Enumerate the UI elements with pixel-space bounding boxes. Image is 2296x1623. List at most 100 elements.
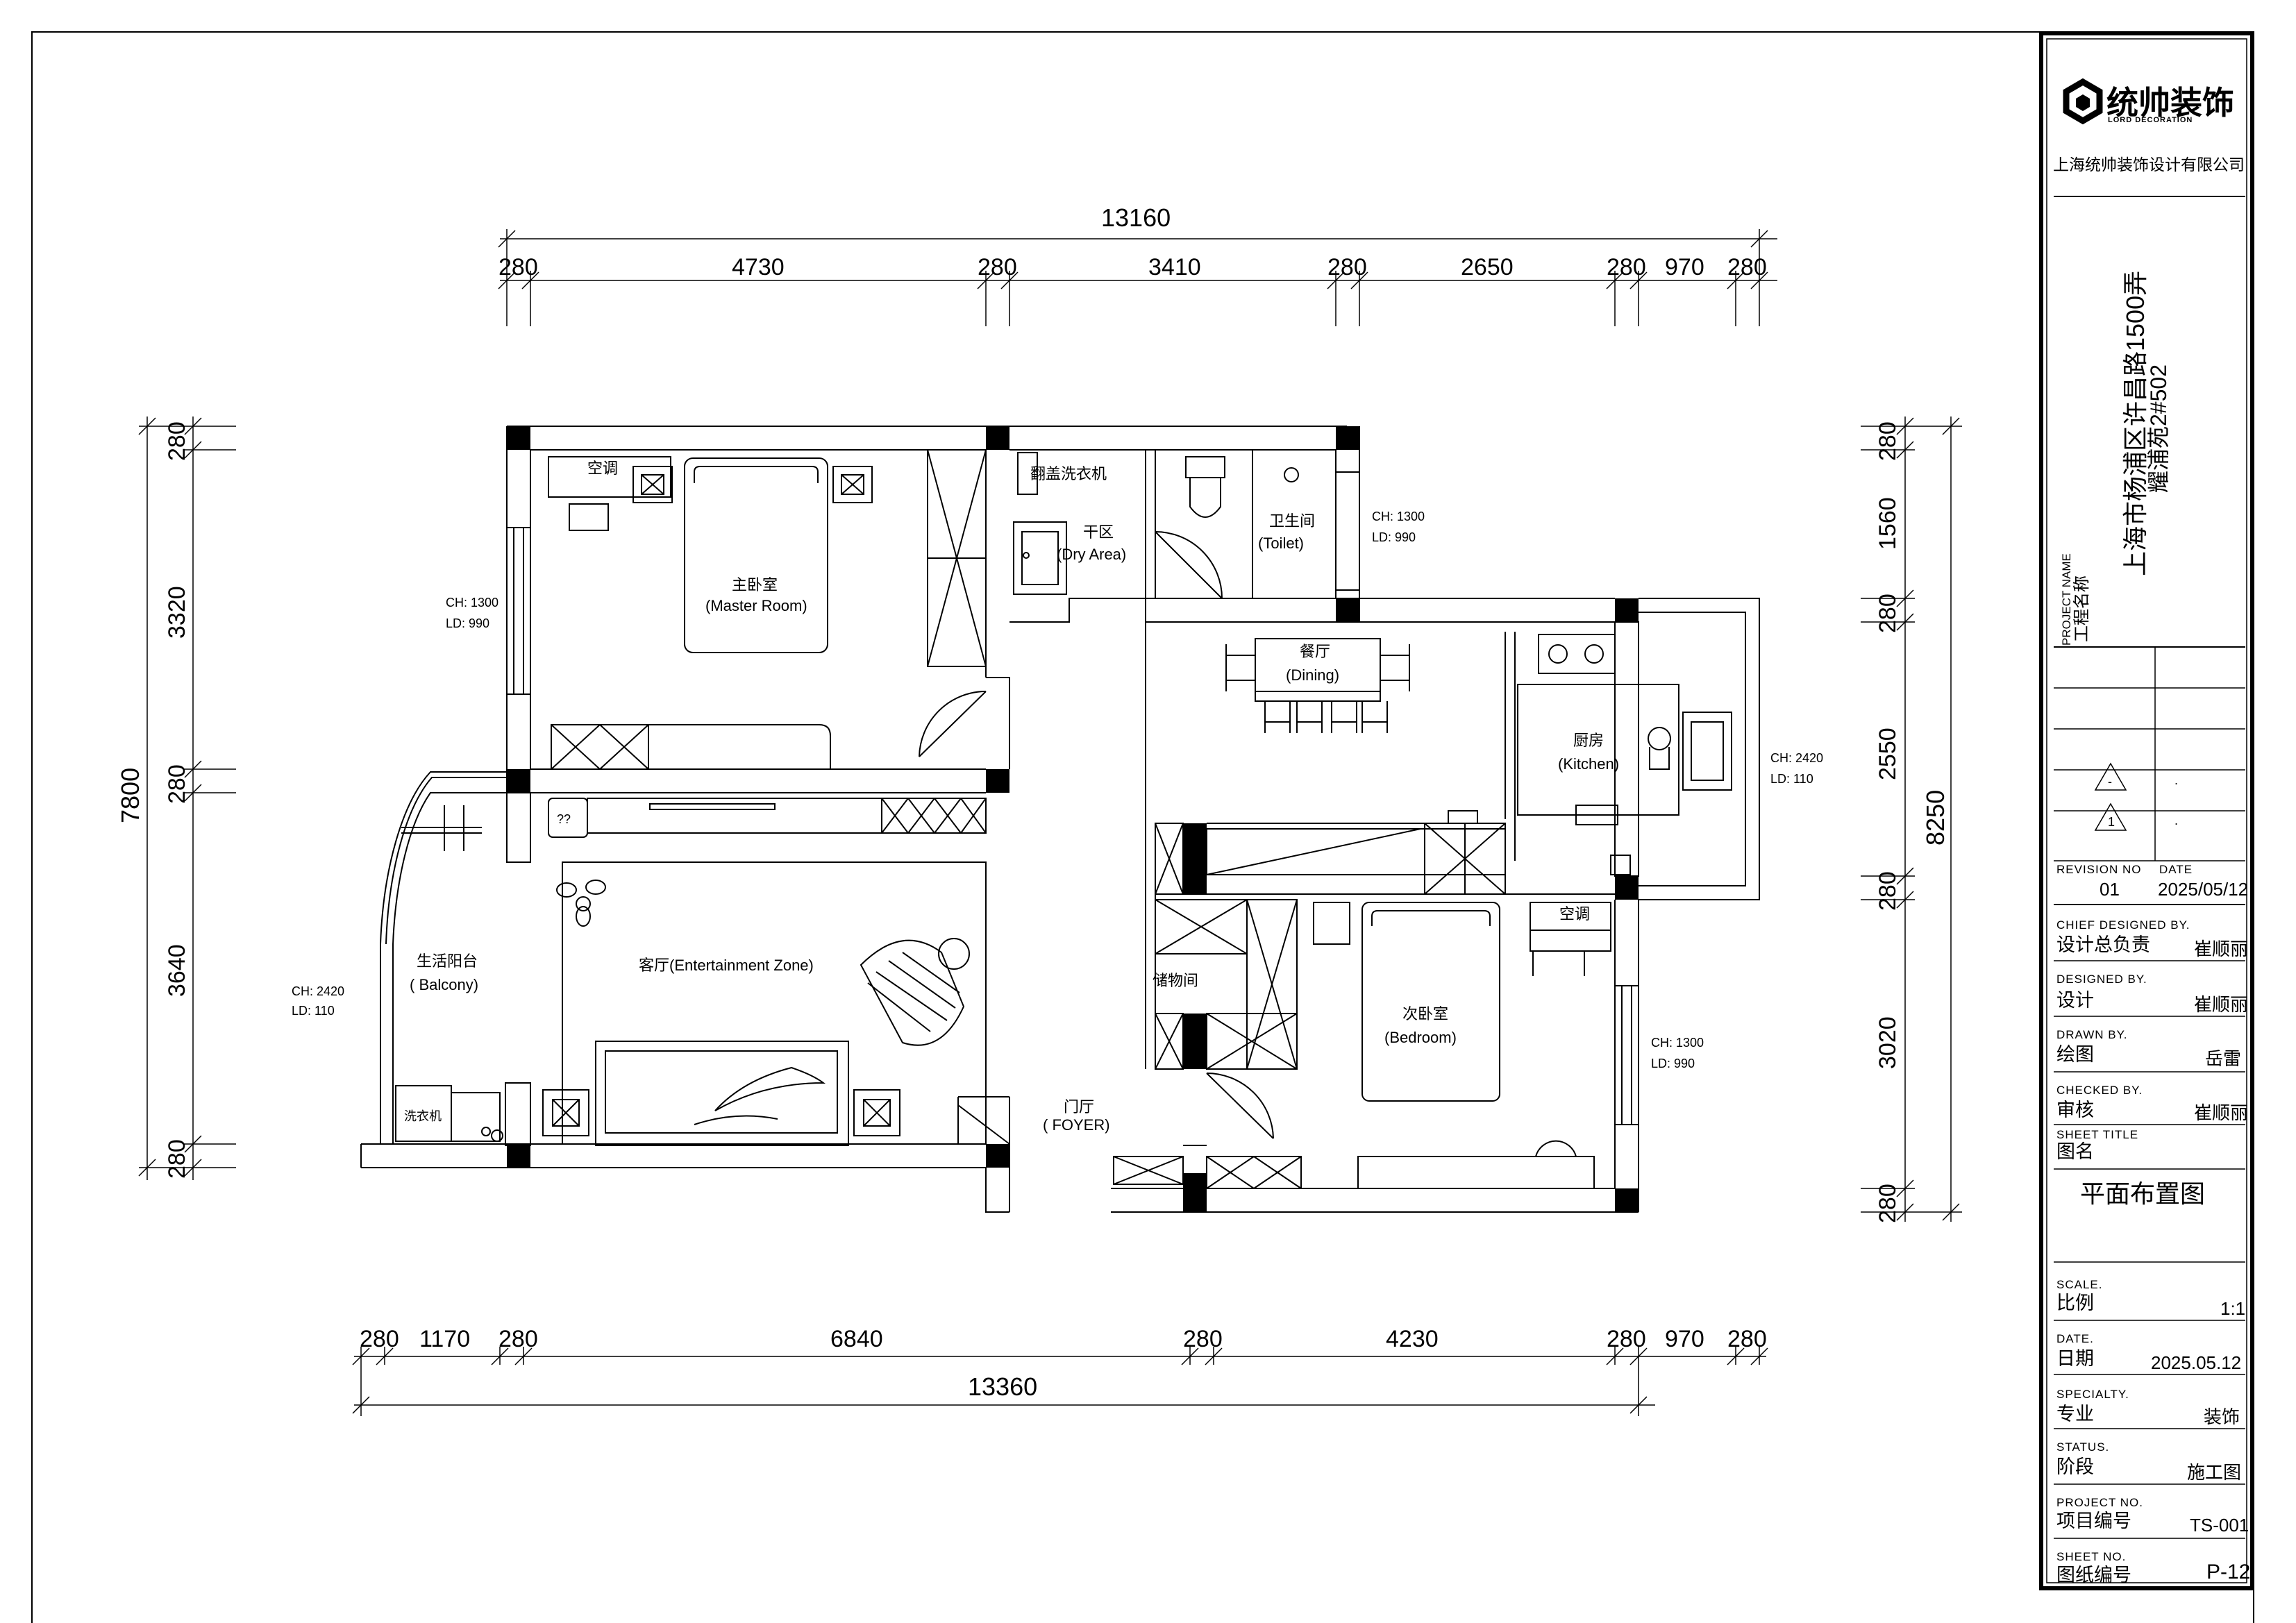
bottom-total-dimension: 13360	[968, 1372, 1037, 1401]
designer-field: DESIGNED BY. 设计 崔顺丽	[2054, 973, 2248, 1017]
svg-text:阶段: 阶段	[2056, 1456, 2094, 1477]
exterior-walls	[361, 426, 1760, 1213]
svg-text:280: 280	[1875, 1184, 1901, 1223]
sheet-no-field: SHEET NO. 图纸编号 P-12	[2056, 1550, 2250, 1586]
svg-text:项目编号: 项目编号	[2056, 1511, 2131, 1531]
revision-grid	[2054, 647, 2245, 861]
checked-by-field: CHECKED BY. 审核 崔顺丽	[2054, 1084, 2248, 1125]
svg-text:280: 280	[498, 1326, 538, 1352]
right-dimension-chain	[1861, 417, 1962, 1222]
circle-mark: ??	[557, 812, 571, 826]
ac-label-bedroom: 空调	[1559, 905, 1590, 923]
dry-area-label-cn: 干区	[1083, 523, 1114, 541]
top-total-dimension: 13160	[1101, 203, 1171, 232]
kitchen-fixtures	[1517, 634, 1732, 875]
left-segment-labels: 280 3320 280 3640 280	[164, 421, 190, 1179]
svg-text:280: 280	[498, 254, 538, 280]
svg-text:比例: 比例	[2056, 1293, 2094, 1313]
right-total-dimension: 8250	[1921, 790, 1950, 846]
room-labels: 空调 翻盖洗衣机 主卧室 (Master Room) 干区 (Dry Area)…	[404, 460, 1619, 1134]
svg-text:设计: 设计	[2056, 990, 2094, 1011]
svg-text:280: 280	[1727, 254, 1767, 280]
svg-text:CH: 1300: CH: 1300	[1372, 510, 1425, 523]
svg-text:280: 280	[1327, 254, 1367, 280]
revision-mark-1: -	[2108, 775, 2112, 789]
svg-text:3410: 3410	[1148, 254, 1201, 280]
svg-text:280: 280	[978, 254, 1017, 280]
project-address-line1: 上海市杨浦区许昌路1500弄	[2121, 271, 2150, 576]
interior-partitions	[919, 449, 1639, 1146]
project-no-field: PROJECT NO. 项目编号 TS-001	[2054, 1496, 2249, 1539]
washer-label-balcony: 洗衣机	[404, 1109, 442, 1123]
svg-text:设计总负责: 设计总负责	[2056, 934, 2150, 955]
svg-text:CH: 2420: CH: 2420	[292, 984, 344, 998]
living-room-furniture	[542, 798, 987, 1146]
svg-text:崔顺丽: 崔顺丽	[2194, 1102, 2248, 1123]
svg-text:280: 280	[1727, 1326, 1767, 1352]
svg-text:280: 280	[1607, 254, 1646, 280]
dining-label-en: (Dining)	[1286, 666, 1339, 684]
svg-text:2650: 2650	[1461, 254, 1514, 280]
living-room-label: 客厅(Entertainment Zone)	[639, 957, 814, 974]
sheet-title-field: SHEET TITLE 图名 平面布置图	[2054, 1128, 2245, 1263]
svg-text:专业: 专业	[2056, 1404, 2094, 1424]
revision-note-2: .	[2175, 814, 2178, 827]
svg-text:日期: 日期	[2056, 1348, 2094, 1369]
svg-text:280: 280	[1875, 871, 1901, 911]
svg-text:崔顺丽: 崔顺丽	[2194, 994, 2248, 1015]
svg-text:DESIGNED BY.: DESIGNED BY.	[2056, 973, 2147, 986]
company-name: 上海统帅装饰设计有限公司	[2053, 155, 2245, 174]
left-dimension-chain	[138, 417, 236, 1180]
status-field: STATUS. 阶段 施工图	[2054, 1440, 2245, 1485]
svg-text:崔顺丽: 崔顺丽	[2194, 939, 2248, 959]
storage-label: 储物间	[1153, 972, 1198, 989]
project-address-line2: 耀浦苑2#502	[2146, 364, 2171, 493]
svg-text:2550: 2550	[1875, 728, 1901, 780]
bottom-dimension-chain	[352, 1347, 1768, 1416]
brand-name: 统帅装饰	[2106, 85, 2234, 121]
svg-text:CH: 2420: CH: 2420	[1770, 751, 1823, 765]
bedroom-furniture	[1313, 902, 1611, 1189]
svg-text:2025.05.12: 2025.05.12	[2151, 1352, 2241, 1373]
svg-text:CH: 1300: CH: 1300	[446, 596, 498, 609]
toilet-fixtures	[1185, 456, 1299, 518]
svg-text:SCALE.: SCALE.	[2056, 1278, 2102, 1291]
sheet-title: 平面布置图	[2080, 1179, 2205, 1208]
svg-text:280: 280	[164, 764, 190, 804]
balcony-label-en: ( Balcony)	[410, 976, 478, 993]
foyer-label-en: ( FOYER)	[1043, 1116, 1110, 1134]
svg-text:装饰: 装饰	[2204, 1406, 2240, 1427]
svg-text:PROJECT NO.: PROJECT NO.	[2056, 1496, 2143, 1509]
svg-text:280: 280	[164, 421, 190, 461]
svg-text:970: 970	[1665, 1326, 1704, 1352]
svg-text:TS-001: TS-001	[2190, 1515, 2249, 1536]
chief-designer-field: CHIEF DESIGNED BY. 设计总负责 崔顺丽	[2054, 918, 2248, 961]
svg-text:SHEET NO.: SHEET NO.	[2056, 1550, 2126, 1563]
svg-text:绘图: 绘图	[2056, 1044, 2094, 1065]
right-segment-labels: 280 1560 280 2550 280 3020 280	[1875, 421, 1901, 1223]
svg-text:CH: 1300: CH: 1300	[1651, 1036, 1704, 1050]
drawn-by-field: DRAWN BY. 绘图 岳雷	[2054, 1028, 2245, 1073]
svg-text:280: 280	[1607, 1326, 1646, 1352]
revision-no: 01	[2100, 879, 2120, 900]
top-segment-labels: 280 4730 280 3410 280 2650 280 970 280	[498, 254, 1767, 280]
svg-text:1:1: 1:1	[2220, 1298, 2245, 1319]
svg-text:施工图: 施工图	[2187, 1462, 2241, 1483]
bottom-segment-labels: 280 1170 280 6840 280 4230 280 970 280	[360, 1326, 1767, 1352]
balcony-label-cn: 生活阳台	[417, 952, 478, 970]
svg-text:4230: 4230	[1386, 1326, 1439, 1352]
ac-label-master: 空调	[587, 460, 618, 477]
sheet-border	[31, 31, 2254, 1623]
revision-date-label: DATE	[2159, 863, 2193, 876]
svg-text:280: 280	[1875, 594, 1901, 633]
washer-label-top: 翻盖洗衣机	[1030, 465, 1107, 482]
toilet-label-en: (Toilet)	[1258, 535, 1304, 552]
brand-logo: 统帅装饰 LORD DECORATION	[2063, 78, 2234, 125]
svg-text:280: 280	[164, 1139, 190, 1179]
date-field: DATE. 日期 2025.05.12	[2054, 1332, 2245, 1375]
svg-text:LD: 990: LD: 990	[1651, 1057, 1695, 1070]
svg-text:LD: 990: LD: 990	[446, 616, 489, 630]
dry-area-label-en: (Dry Area)	[1057, 546, 1126, 563]
svg-text:LD: 990: LD: 990	[1372, 530, 1416, 544]
